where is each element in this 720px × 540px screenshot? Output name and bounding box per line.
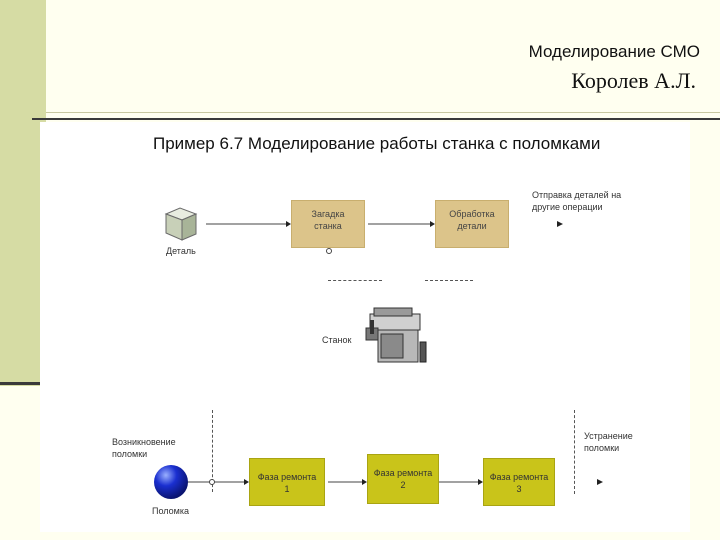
diagram-title: Пример 6.7 Моделирование работы станка с… [153, 134, 601, 153]
dashed-link-right [425, 280, 473, 281]
block-process-line2: детали [457, 221, 487, 231]
machine-icon [365, 307, 427, 363]
left-decor-bar [0, 0, 46, 386]
block-repair-phase-1: Фаза ремонта 1 [249, 458, 325, 506]
slide-author: Королев А.Л. [571, 68, 696, 93]
block-processing: Обработка детали [435, 200, 509, 248]
send-out-line1: Отправка деталей на [532, 190, 622, 200]
elimination-line2: поломки [584, 443, 620, 453]
diagram-canvas [40, 122, 690, 532]
breakdown-label: Поломка [152, 506, 189, 516]
breakdown-start-label: Возникновение поломки [112, 436, 176, 460]
elimination-label: Устранение поломки [584, 430, 633, 454]
block-process-line1: Обработка [449, 209, 495, 219]
slide-subject: Моделирование СМО [528, 42, 700, 61]
repair3-line2: 3 [516, 484, 522, 494]
breakdown-start-line2: поломки [112, 449, 148, 459]
repair3-line1: Фаза ремонта [489, 472, 549, 482]
port-circle [326, 248, 332, 254]
elimination-line1: Устранение [584, 431, 633, 441]
send-out-line2: другие операции [532, 202, 603, 212]
left-decor-line [0, 382, 46, 385]
breakdown-ball-icon [154, 465, 188, 499]
repair2-line1: Фаза ремонта [373, 468, 433, 478]
block-repair-phase-3: Фаза ремонта 3 [483, 458, 555, 506]
send-out-label: Отправка деталей на другие операции [532, 189, 621, 213]
repair1-line1: Фаза ремонта [257, 472, 317, 482]
header-divider [32, 118, 720, 120]
header-shadow-line [46, 112, 720, 113]
detail-label: Деталь [166, 246, 196, 256]
machine-label: Станок [322, 335, 352, 345]
block-load-line1: Загадка [311, 209, 345, 219]
port-circle-bottom [209, 479, 215, 485]
block-repair-phase-2: Фаза ремонта 2 [367, 454, 439, 504]
block-load-machine: Загадка станка [291, 200, 365, 248]
dashed-vertical-right [574, 410, 575, 494]
detail-box-icon [164, 207, 198, 241]
repair1-line2: 1 [284, 484, 290, 494]
repair2-line2: 2 [400, 480, 406, 490]
dashed-vertical-left [212, 410, 213, 492]
block-load-line2: станка [314, 221, 342, 231]
dashed-link-left [328, 280, 382, 281]
breakdown-start-line1: Возникновение [112, 437, 176, 447]
